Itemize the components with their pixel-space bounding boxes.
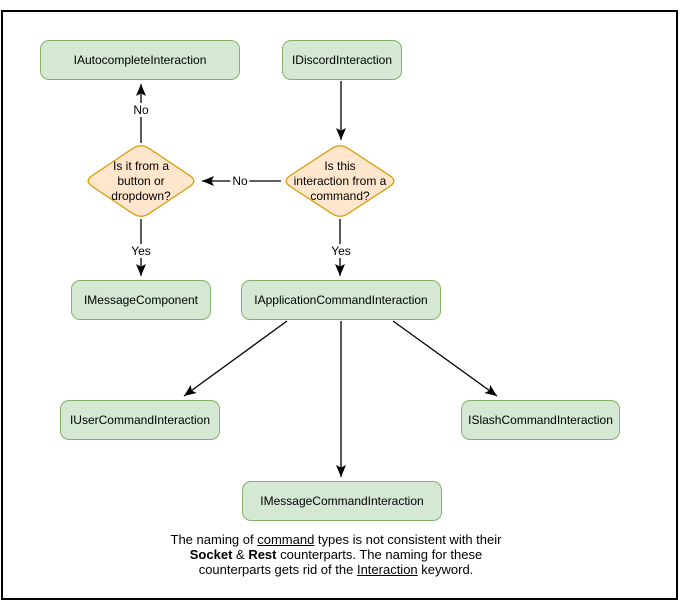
diagram-caption: The naming of command types is not consi… <box>136 532 536 577</box>
edge-label-no: No <box>131 103 151 117</box>
edge-label-no: No <box>230 174 250 188</box>
caption-text-segment: counterparts. The naming for these <box>276 547 483 562</box>
caption-text-segment: types is not consistent with their <box>314 532 502 547</box>
caption-line-3: counterparts gets rid of the Interaction… <box>199 562 474 577</box>
caption-text-segment: counterparts gets rid of the <box>198 562 357 577</box>
decision-line: button or <box>117 174 165 188</box>
caption-text-segment: Rest <box>248 547 277 562</box>
caption-text-segment: command <box>257 532 315 547</box>
node-imessagecommandinteraction: IMessageCommandInteraction <box>242 481 442 521</box>
caption-text-segment: & <box>232 547 249 562</box>
node-iautocompleteinteraction: IAutocompleteInteraction <box>40 40 240 80</box>
caption-text-segment: Socket <box>189 547 233 562</box>
node-iapplicationcommandinteraction: IApplicationCommandInteraction <box>241 280 441 320</box>
decision-line: dropdown? <box>111 189 171 203</box>
node-iusercommandinteraction: IUserCommandInteraction <box>60 400 220 440</box>
edge-label-yes: Yes <box>329 244 353 258</box>
node-idiscordinteraction: IDiscordInteraction <box>282 40 402 80</box>
node-islashcommandinteraction: ISlashCommandInteraction <box>461 400 620 440</box>
caption-text-segment: The naming of <box>170 532 258 547</box>
caption-line-1: The naming of command types is not consi… <box>171 532 502 547</box>
decision-line: Is this <box>324 159 356 173</box>
node-imessagecomponent: IMessageComponent <box>71 280 211 320</box>
decision-label-from-command: Is this interaction from a command? <box>285 159 395 204</box>
decision-line: interaction from a <box>293 174 387 188</box>
decision-line: Is it from a <box>112 159 169 173</box>
caption-text-segment: keyword. <box>417 562 474 577</box>
edge-label-yes: Yes <box>129 244 153 258</box>
canvas-border <box>1 10 678 600</box>
decision-label-button-dropdown: Is it from a button or dropdown? <box>86 159 196 204</box>
decision-line: command? <box>310 189 370 203</box>
caption-text-segment: Interaction <box>356 562 418 577</box>
caption-line-2: Socket & Rest counterparts. The naming f… <box>190 547 482 562</box>
